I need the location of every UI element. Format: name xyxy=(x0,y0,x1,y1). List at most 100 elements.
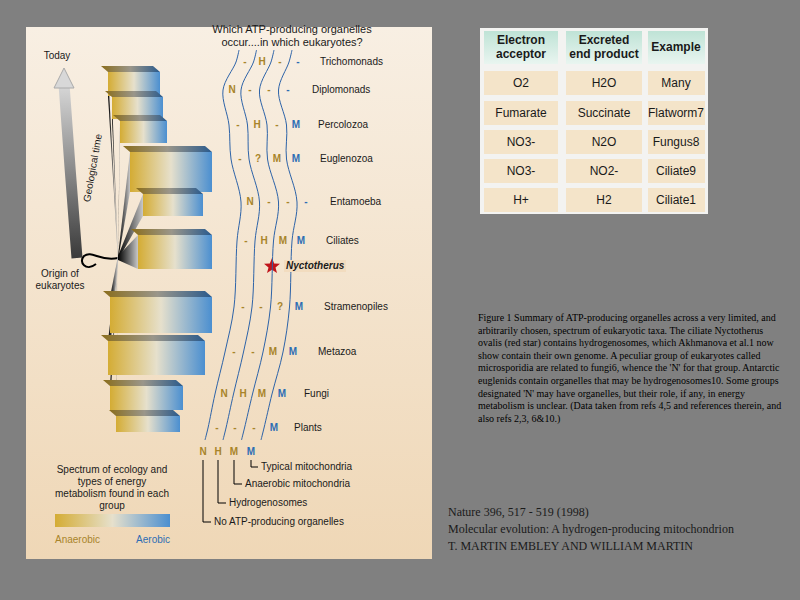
table-cell xyxy=(566,101,642,125)
key-text: No ATP-producing organelles xyxy=(214,516,344,528)
taxon-name: Euglenozoa xyxy=(320,153,373,165)
block-top xyxy=(105,91,163,97)
organelle-symbol: - xyxy=(252,422,255,434)
origin-label: Origin of eukaryotes xyxy=(22,268,98,292)
organelle-symbol: - xyxy=(248,84,251,96)
table-cell xyxy=(484,159,558,183)
spectrum-bar xyxy=(55,514,170,527)
table-cell xyxy=(484,130,558,154)
organelle-symbol: ? xyxy=(277,301,283,313)
branch-wedge xyxy=(118,121,120,260)
key-symbol: H xyxy=(214,446,221,458)
ecology-block xyxy=(116,416,180,432)
legend-end-label: Aerobic xyxy=(136,534,170,546)
table-cell xyxy=(648,159,705,183)
organelle-symbol: - xyxy=(267,84,270,96)
organelle-symbol: M xyxy=(258,388,266,400)
time-arrow-shaft xyxy=(64,84,77,258)
taxon-name: Stramenopiles xyxy=(324,301,388,313)
genus-name: Nyctotherus xyxy=(284,260,346,272)
taxon-name: Fungi xyxy=(304,388,329,400)
caption-text: Figure 1 Summary of ATP-producing organe… xyxy=(478,312,784,425)
block-top xyxy=(103,291,212,297)
table-cell xyxy=(566,159,642,183)
column-arc xyxy=(223,50,260,440)
organelle-symbol: M xyxy=(295,301,303,313)
organelle-symbol: - xyxy=(238,153,241,165)
organelle-symbol: - xyxy=(233,422,236,434)
legend-end-label: Anaerobic xyxy=(55,534,100,546)
branch-wedge xyxy=(118,235,138,269)
ecology-block xyxy=(130,152,212,192)
table-header: Example xyxy=(640,40,712,54)
organelle-symbol: M xyxy=(273,153,281,165)
organelle-symbol: N xyxy=(246,196,253,208)
key-leaders xyxy=(203,460,258,522)
citation: Molecular evolution: A hydrogen-producin… xyxy=(448,522,734,536)
table-cell: Many xyxy=(661,76,690,90)
table-cell: Succinate xyxy=(578,106,631,120)
organelle-symbol: M xyxy=(279,235,287,247)
organelle-symbol: - xyxy=(275,119,278,131)
block-top xyxy=(103,380,183,386)
key-symbol: M xyxy=(247,446,255,458)
legend-heading: Spectrum of ecology and types of energy … xyxy=(51,464,173,512)
table-cell xyxy=(648,71,705,95)
question-heading: Which ATP-producing organelles occur....… xyxy=(190,23,395,49)
table-cell: Ciliate1 xyxy=(656,193,696,207)
taxon-name: Trichomonads xyxy=(320,56,383,68)
table-rows xyxy=(484,71,705,212)
block-top xyxy=(109,410,180,416)
citation: Nature 396, 517 - 519 (1998) xyxy=(448,505,589,519)
table-cell xyxy=(484,188,558,212)
table-cell xyxy=(648,101,705,125)
organelle-symbol: - xyxy=(243,56,246,68)
organelle-symbol: - xyxy=(259,301,262,313)
organelle-symbol: - xyxy=(286,196,289,208)
branch-wedge xyxy=(112,97,118,260)
table-cell: Ciliate9 xyxy=(656,164,696,178)
column-arc xyxy=(261,50,297,440)
table-cell: Fungus8 xyxy=(653,135,700,149)
ecology-block xyxy=(110,386,183,410)
organelle-symbol: H xyxy=(253,119,260,131)
organelle-symbol: - xyxy=(241,301,244,313)
taxon-name: Ciliates xyxy=(326,235,359,247)
taxon-name: Plants xyxy=(294,422,322,434)
block-top xyxy=(113,115,167,121)
figure-panel xyxy=(26,27,432,559)
block-top xyxy=(123,146,212,152)
table-cell: N2O xyxy=(592,135,617,149)
organelle-symbol: H xyxy=(258,56,265,68)
lineage-blocks xyxy=(101,66,212,432)
key-text: Hydrogenosomes xyxy=(229,497,307,509)
ecology-block xyxy=(138,235,212,269)
table-cell: NO2- xyxy=(590,164,619,178)
table-header: Electron acceptor xyxy=(485,33,557,62)
organelle-symbol: ? xyxy=(255,153,261,165)
organelle-symbol: - xyxy=(304,196,307,208)
table-cell: NO3- xyxy=(507,135,536,149)
organelle-symbol: M xyxy=(292,153,300,165)
table-cell xyxy=(484,101,558,125)
organelle-symbol: H xyxy=(239,388,246,400)
organelle-symbol: - xyxy=(215,422,218,434)
key-symbol: N xyxy=(199,446,206,458)
organelle-symbol: M xyxy=(292,119,300,131)
key-symbol: M xyxy=(230,446,238,458)
taxon-name: Entamoeba xyxy=(330,196,381,208)
organelle-symbol: - xyxy=(286,84,289,96)
organelle-symbol: N xyxy=(220,388,227,400)
block-top xyxy=(101,66,160,72)
organelle-symbol: - xyxy=(251,346,254,358)
table-cell xyxy=(566,71,642,95)
block-top xyxy=(101,335,205,341)
table-cell xyxy=(566,130,642,154)
table-cell: Flatworm7 xyxy=(648,106,704,120)
leader-line xyxy=(203,460,211,522)
leader-line xyxy=(251,460,258,467)
table-cell xyxy=(648,188,705,212)
taxon-name: Diplomonads xyxy=(312,84,370,96)
header-cell xyxy=(484,31,558,64)
